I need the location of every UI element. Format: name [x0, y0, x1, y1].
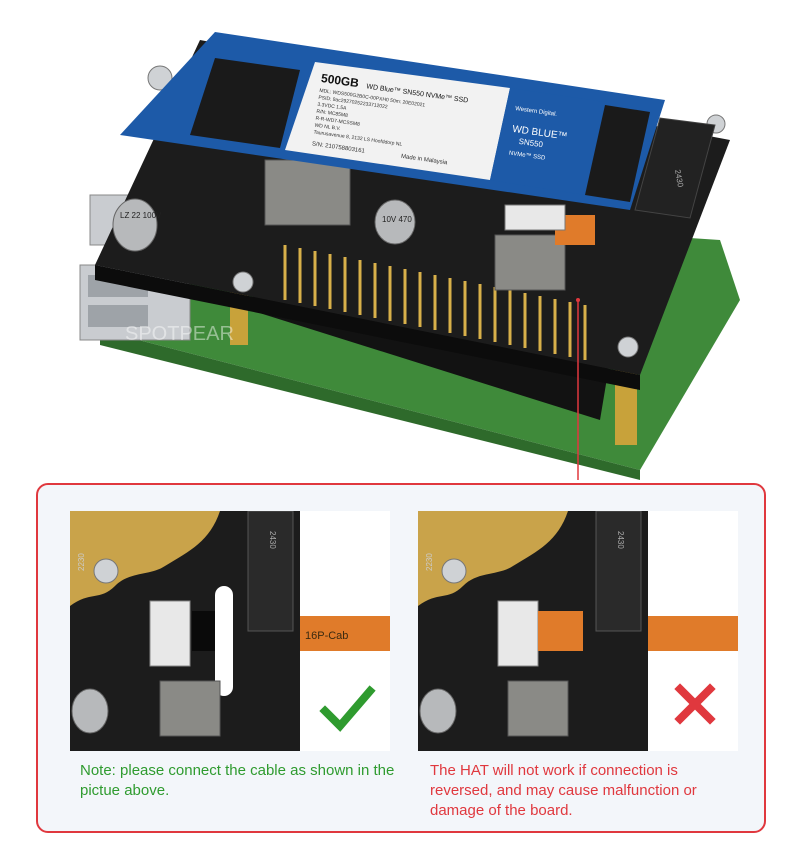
silkscreen-2230: 2230	[77, 553, 86, 571]
correct-connection-photo: 2230 2430 16P-Cab	[70, 511, 390, 751]
screw	[93, 558, 119, 584]
capacitor	[419, 688, 457, 734]
ssd-brand: Western Digital.	[515, 106, 558, 118]
callout-dot	[576, 298, 580, 302]
gpio-pins	[283, 245, 587, 360]
screw	[232, 271, 254, 293]
capacitor	[71, 688, 109, 734]
hat-assembly-photo: LZ 22 100V 10V 470 500GB WD Blue™ SN550 …	[79, 32, 740, 480]
silkscreen-2430: 2430	[268, 531, 277, 549]
ssd-spec: R/N: MC85M8	[316, 109, 348, 119]
cable-window	[215, 586, 233, 696]
cross-icon	[674, 683, 716, 725]
ssd-label	[285, 62, 510, 180]
cable-label: 16P-Cab	[305, 630, 348, 642]
m2-slot	[634, 117, 716, 219]
silkscreen-2230: 2230	[425, 553, 434, 571]
screw	[441, 558, 467, 584]
inductor	[264, 159, 351, 226]
silkscreen-2430: 2430	[616, 531, 625, 549]
correct-connection-note: Note: please connect the cable as shown …	[80, 762, 395, 799]
wrong-connection-warning: The HAT will not work if connection is r…	[430, 762, 697, 819]
capacitor	[112, 198, 158, 252]
ssd-spec: 3.3VDC 1.5A	[317, 102, 347, 112]
ssd-controller-chip	[190, 58, 300, 148]
inductor	[494, 234, 566, 291]
ffc-cable	[538, 611, 583, 651]
ffc-connector	[497, 600, 539, 667]
ssd-spec: WD NL B.V.	[314, 123, 341, 133]
connection-guide-panel: 2230 2430 16P-Cab 2230 2430	[36, 483, 766, 833]
ssd-brand-label	[490, 88, 605, 195]
screw	[617, 336, 639, 358]
inductor	[507, 680, 569, 737]
inductor	[159, 680, 221, 737]
screw	[147, 65, 173, 91]
ssd-label-model: SN550	[518, 137, 544, 149]
m2-slot	[247, 511, 294, 632]
watermark: SPOTPEAR	[125, 323, 234, 345]
ffc-connector	[504, 204, 566, 231]
capacitor	[374, 199, 416, 245]
ffc-cable-loose	[648, 616, 738, 651]
ffc-cable-loose	[300, 616, 390, 651]
check-icon	[319, 685, 376, 732]
ffc-connector	[149, 600, 191, 667]
ssd-capacity: 500GB	[320, 71, 360, 90]
m2-slot-mark: 2430	[673, 169, 685, 189]
capacitor-label: LZ 22 100V	[120, 211, 162, 220]
wrong-connection-photo: 2230 2430	[418, 511, 738, 751]
ssd-nand-chip	[585, 105, 650, 202]
m2-slot	[595, 511, 642, 632]
capacitor-label: 10V 470	[382, 215, 412, 224]
